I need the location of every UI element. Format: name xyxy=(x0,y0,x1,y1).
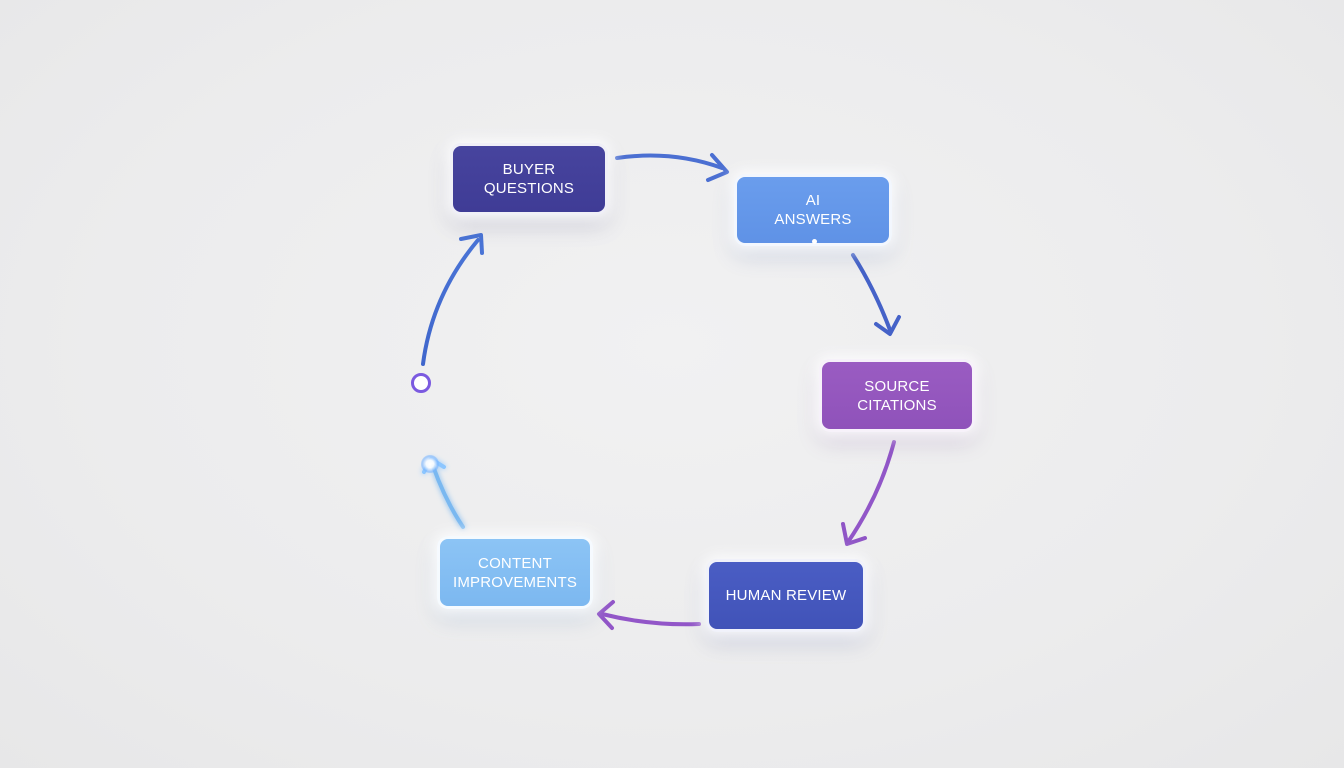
node-source-citations: SOURCE CITATIONS xyxy=(819,359,975,432)
node-ai-answers: AI ANSWERS xyxy=(734,174,892,246)
content-improvements-line2: IMPROVEMENTS xyxy=(452,573,578,591)
source-citations-line1: SOURCE xyxy=(864,377,930,395)
buyer-questions-label: BUYER QUESTIONS xyxy=(483,161,575,197)
ai-answers-line2: ANSWERS xyxy=(774,211,852,228)
source-citations-label: SOURCE CITATIONS xyxy=(849,377,945,415)
glow-point xyxy=(421,455,439,473)
ai-answers-label: AI ANSWERS xyxy=(766,191,859,229)
arrow-loop-to-buyer xyxy=(421,233,484,366)
source-citations-line2: CITATIONS xyxy=(857,396,937,414)
arrow-human-to-content xyxy=(597,600,701,630)
node-human-review: HUMAN REVIEW xyxy=(706,559,866,632)
arrow-ai-to-source xyxy=(851,253,901,336)
arrow-source-to-human xyxy=(841,440,896,546)
ai-answers-line1: AI xyxy=(805,192,821,209)
node-content-improvements: CONTENT IMPROVEMENTS xyxy=(437,536,593,609)
ai-answers-dot xyxy=(812,239,817,244)
loop-start-ring xyxy=(411,373,431,393)
human-review-label: HUMAN REVIEW xyxy=(725,587,847,604)
content-improvements-line1: CONTENT xyxy=(478,554,552,572)
node-buyer-questions: BUYER QUESTIONS xyxy=(450,143,608,215)
arrow-buyer-to-ai xyxy=(615,153,729,182)
content-improvements-label: CONTENT IMPROVEMENTS xyxy=(445,554,585,592)
